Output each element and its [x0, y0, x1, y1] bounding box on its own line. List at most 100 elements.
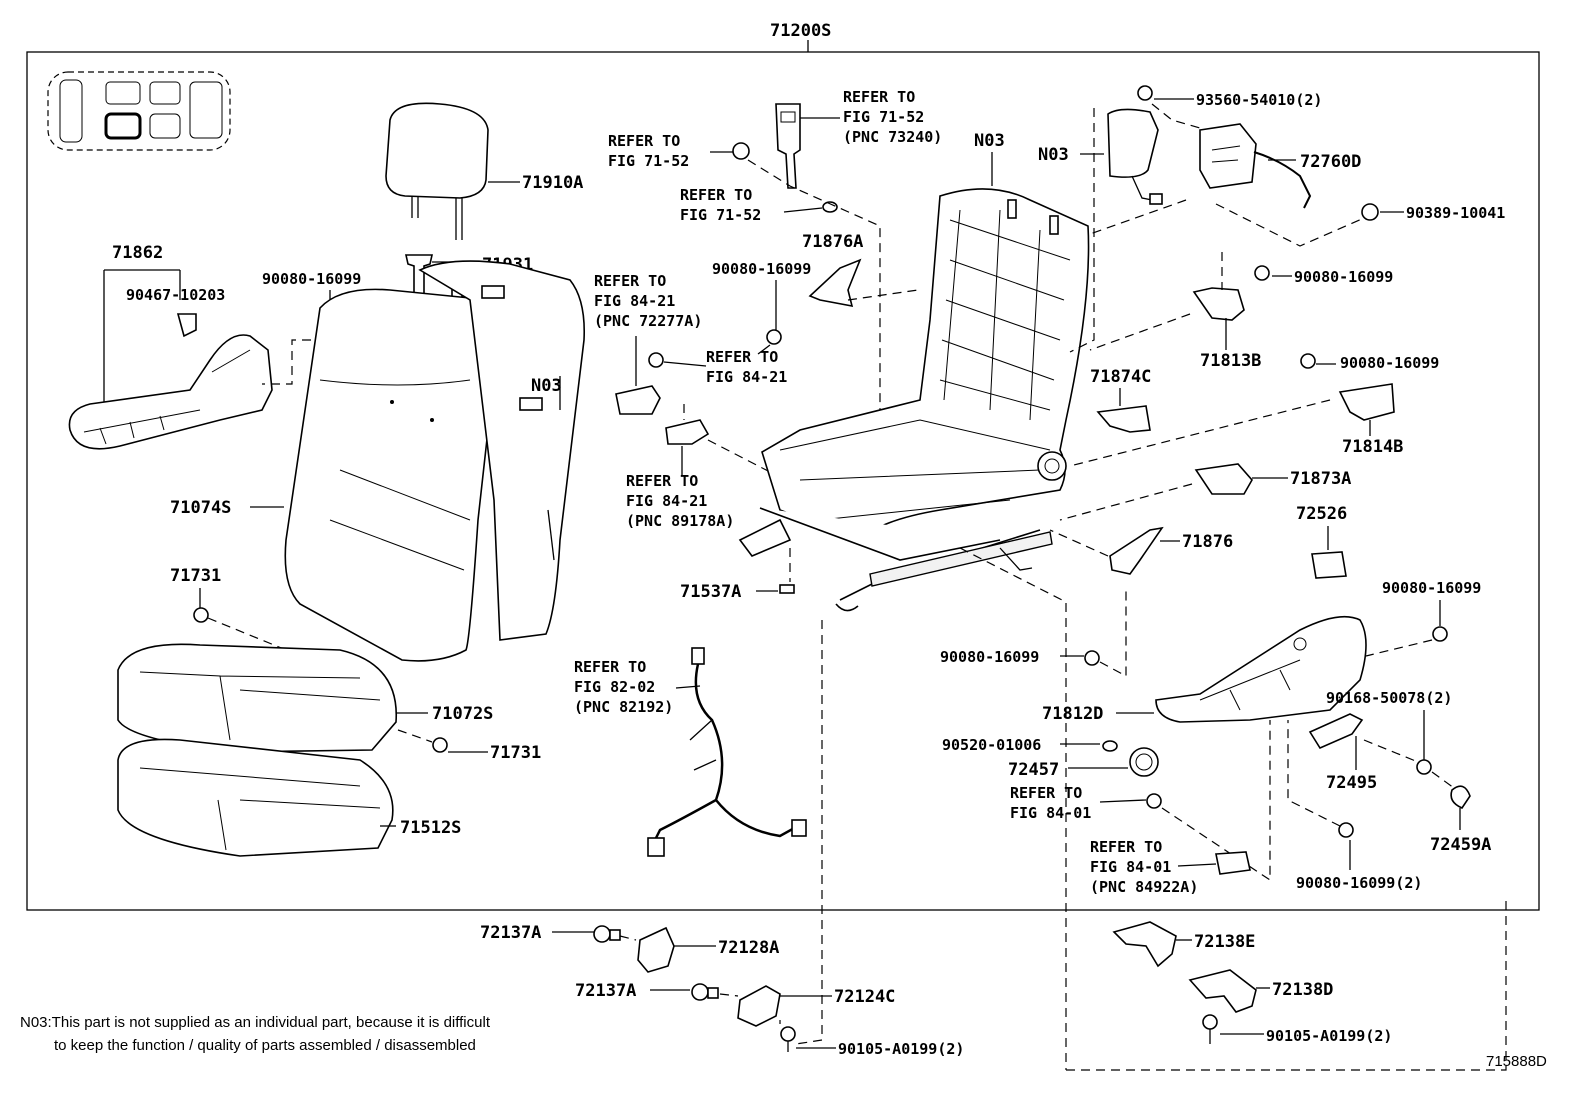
label-71876[interactable]: 71876 — [1182, 532, 1233, 552]
hook-icon[interactable] — [432, 737, 448, 753]
cover-72124C-part[interactable] — [737, 985, 781, 1027]
nut-icon[interactable] — [1137, 85, 1153, 101]
label-90080-16099-e[interactable]: 90080-16099 — [1382, 579, 1481, 597]
assembly-label[interactable]: 71200S — [770, 21, 831, 41]
refer-to-84-21-c-line2[interactable]: FIG 84-21 — [626, 492, 707, 510]
cover-72128A-part[interactable] — [637, 926, 675, 973]
label-72495[interactable]: 72495 — [1326, 773, 1377, 793]
label-71812D[interactable]: 71812D — [1042, 704, 1103, 724]
label-72137A-upper[interactable]: 72137A — [480, 923, 541, 943]
label-90080-16099-f[interactable]: 90080-16099 — [940, 648, 1039, 666]
refer-to-84-21-c-line1[interactable]: REFER TO — [626, 472, 698, 490]
lever-72495-part[interactable] — [1308, 713, 1364, 750]
cover-71876-part[interactable] — [1109, 526, 1164, 575]
refer-to-84-21-a-line1[interactable]: REFER TO — [594, 272, 666, 290]
label-71731-lower[interactable]: 71731 — [490, 743, 541, 763]
seat-frame-part[interactable] — [738, 188, 1090, 612]
label-71862[interactable]: 71862 — [112, 243, 163, 263]
knob-72457-part[interactable] — [1129, 747, 1159, 777]
clip-71537A-part[interactable] — [779, 584, 795, 594]
lumbar-support-part[interactable] — [1199, 123, 1312, 209]
washer-icon[interactable] — [822, 201, 838, 213]
bolt-icon[interactable] — [766, 329, 782, 345]
label-N03-airbag[interactable]: N03 — [1038, 145, 1069, 165]
bushing-72137A-upper-part[interactable] — [593, 925, 621, 943]
seat-cushion-cover-part[interactable] — [117, 643, 397, 753]
label-71874C[interactable]: 71874C — [1090, 367, 1151, 387]
side-shield-71812D-part[interactable] — [1155, 615, 1367, 723]
switch-72277A-part[interactable] — [615, 385, 661, 415]
refer-to-84-01-a-line2[interactable]: FIG 84-01 — [1010, 804, 1091, 822]
refer-to-84-21-a-line3[interactable]: (PNC 72277A) — [594, 312, 702, 330]
seat-belt-buckle-part[interactable] — [775, 103, 801, 189]
label-71876A[interactable]: 71876A — [802, 232, 863, 252]
bolt-icon[interactable] — [780, 1026, 796, 1042]
bolt-icon[interactable] — [1338, 822, 1354, 838]
refer-to-84-01-a-line1[interactable]: REFER TO — [1010, 784, 1082, 802]
sensor-89178A-part[interactable] — [665, 419, 710, 445]
clip-part[interactable] — [176, 313, 197, 338]
cover-72138E-part[interactable] — [1112, 921, 1177, 968]
seatback-cover-part[interactable] — [284, 288, 499, 662]
knob-72526-part[interactable] — [1311, 551, 1347, 579]
headrest-part[interactable] — [385, 102, 489, 240]
refer-to-84-01-b-line2[interactable]: FIG 84-01 — [1090, 858, 1171, 876]
refer-to-71-52-b-line1[interactable]: REFER TO — [843, 88, 915, 106]
side-shield-part[interactable] — [68, 334, 273, 450]
refer-to-71-52-c-line2[interactable]: FIG 71-52 — [680, 206, 761, 224]
label-N03-frame[interactable]: N03 — [974, 131, 1005, 151]
bolt-icon[interactable] — [1084, 650, 1100, 666]
label-71813B[interactable]: 71813B — [1200, 351, 1261, 371]
nut-icon[interactable] — [732, 142, 750, 160]
screw-icon[interactable] — [648, 352, 664, 368]
label-71873A[interactable]: 71873A — [1290, 469, 1351, 489]
label-90168-50078[interactable]: 90168-50078(2) — [1326, 689, 1452, 707]
cover-72138D-part[interactable] — [1188, 969, 1257, 1013]
label-72137A-lower[interactable]: 72137A — [575, 981, 636, 1001]
label-71537A[interactable]: 71537A — [680, 582, 741, 602]
clip-icon[interactable] — [1102, 740, 1118, 752]
bushing-72137A-lower-part[interactable] — [691, 983, 719, 1001]
refer-to-71-52-a-line1[interactable]: REFER TO — [608, 132, 680, 150]
refer-to-84-21-a-line2[interactable]: FIG 84-21 — [594, 292, 675, 310]
cap-72459A-part[interactable] — [1450, 785, 1471, 809]
seatback-pad-part[interactable] — [418, 260, 586, 641]
label-71074S[interactable]: 71074S — [170, 498, 231, 518]
bolt-icon[interactable] — [1300, 353, 1316, 369]
label-90389-10041[interactable]: 90389-10041 — [1406, 204, 1505, 222]
refer-to-71-52-c-line1[interactable]: REFER TO — [680, 186, 752, 204]
refer-to-71-52-a-line2[interactable]: FIG 71-52 — [608, 152, 689, 170]
label-72457[interactable]: 72457 — [1008, 760, 1059, 780]
bolt-icon[interactable] — [1254, 265, 1270, 281]
refer-to-84-21-b-line1[interactable]: REFER TO — [706, 348, 778, 366]
label-71910A[interactable]: 71910A — [522, 173, 583, 193]
label-72138D[interactable]: 72138D — [1272, 980, 1333, 1000]
screw-icon[interactable] — [1146, 793, 1162, 809]
label-72128A[interactable]: 72128A — [718, 938, 779, 958]
label-90520-01006[interactable]: 90520-01006 — [942, 736, 1041, 754]
label-N03-back-pad[interactable]: N03 — [531, 376, 562, 396]
label-90105-A0199-b[interactable]: 90105-A0199(2) — [1266, 1027, 1392, 1045]
refer-to-82-02-line3[interactable]: (PNC 82192) — [574, 698, 673, 716]
wire-harness-part[interactable] — [647, 647, 807, 857]
cover-71873A-part[interactable] — [1194, 463, 1253, 495]
label-71072S[interactable]: 71072S — [432, 704, 493, 724]
refer-to-84-21-c-line3[interactable]: (PNC 89178A) — [626, 512, 734, 530]
switch-84922A-part[interactable] — [1215, 851, 1251, 875]
label-90467-10203[interactable]: 90467-10203 — [126, 286, 225, 304]
label-90080-16099-d[interactable]: 90080-16099 — [1340, 354, 1439, 372]
refer-to-71-52-b-line3[interactable]: (PNC 73240) — [843, 128, 942, 146]
refer-to-71-52-b-line2[interactable]: FIG 71-52 — [843, 108, 924, 126]
label-90080-16099-b[interactable]: 90080-16099 — [712, 260, 811, 278]
refer-to-84-21-b-line2[interactable]: FIG 84-21 — [706, 368, 787, 386]
seat-cushion-pad-part[interactable] — [117, 738, 394, 857]
side-airbag-part[interactable] — [1107, 108, 1163, 205]
label-71512S[interactable]: 71512S — [400, 818, 461, 838]
nut-icon[interactable] — [1361, 203, 1379, 221]
label-90080-16099-g[interactable]: 90080-16099(2) — [1296, 874, 1422, 892]
label-71814B[interactable]: 71814B — [1342, 437, 1403, 457]
label-72526[interactable]: 72526 — [1296, 504, 1347, 524]
cover-71874C-part[interactable] — [1096, 405, 1151, 433]
bolt-icon[interactable] — [1202, 1014, 1218, 1030]
label-71731-upper[interactable]: 71731 — [170, 566, 221, 586]
